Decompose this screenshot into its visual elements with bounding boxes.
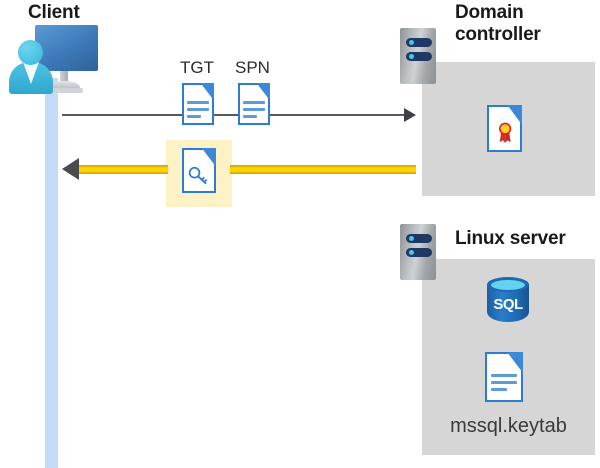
user-workstation-icon: [8, 24, 100, 98]
client-title: Client: [28, 2, 80, 23]
monitor-stand-icon: [60, 71, 68, 82]
client-lifeline: [45, 78, 58, 468]
certificate-document-icon: [487, 105, 522, 152]
spn-label: SPN: [235, 58, 270, 77]
sql-cylinder-top-inner: [491, 279, 525, 290]
linux-server-icon: [400, 224, 436, 280]
sql-label: SQL: [493, 296, 523, 313]
tgt-document-icon: [182, 83, 214, 125]
person-head-icon: [18, 40, 43, 65]
document-sheet: [485, 352, 523, 402]
response-arrow-right-segment: [230, 165, 416, 174]
key-glyph-icon: [189, 167, 208, 185]
request-arrow-head-icon: [404, 108, 416, 122]
server-bay: [406, 248, 432, 257]
server-bay: [406, 234, 432, 243]
monitor-foot-icon: [45, 88, 83, 93]
sql-database-icon: SQL: [487, 276, 529, 328]
response-arrow-head-icon: [62, 158, 79, 180]
response-arrow-left-segment: [76, 165, 168, 174]
certificate-medal-icon: [498, 122, 511, 144]
keytab-filename-label: mssql.keytab: [450, 415, 567, 437]
server-bay: [406, 38, 432, 47]
document-lines: [491, 374, 517, 395]
tgt-label: TGT: [180, 58, 214, 77]
server-bay: [406, 52, 432, 61]
key-document-icon: [182, 148, 216, 193]
monitor-base-icon: [48, 81, 80, 90]
request-arrow-line: [62, 114, 410, 116]
linux-server-title: Linux server: [455, 228, 566, 249]
domain-controller-title: Domain controller: [455, 2, 541, 45]
document-lines: [187, 101, 209, 122]
document-lines: [243, 101, 265, 122]
keytab-document-icon: [485, 352, 523, 402]
monitor-screen-icon: [35, 25, 98, 71]
spn-document-icon: [238, 83, 270, 125]
domain-controller-server-icon: [400, 28, 436, 84]
